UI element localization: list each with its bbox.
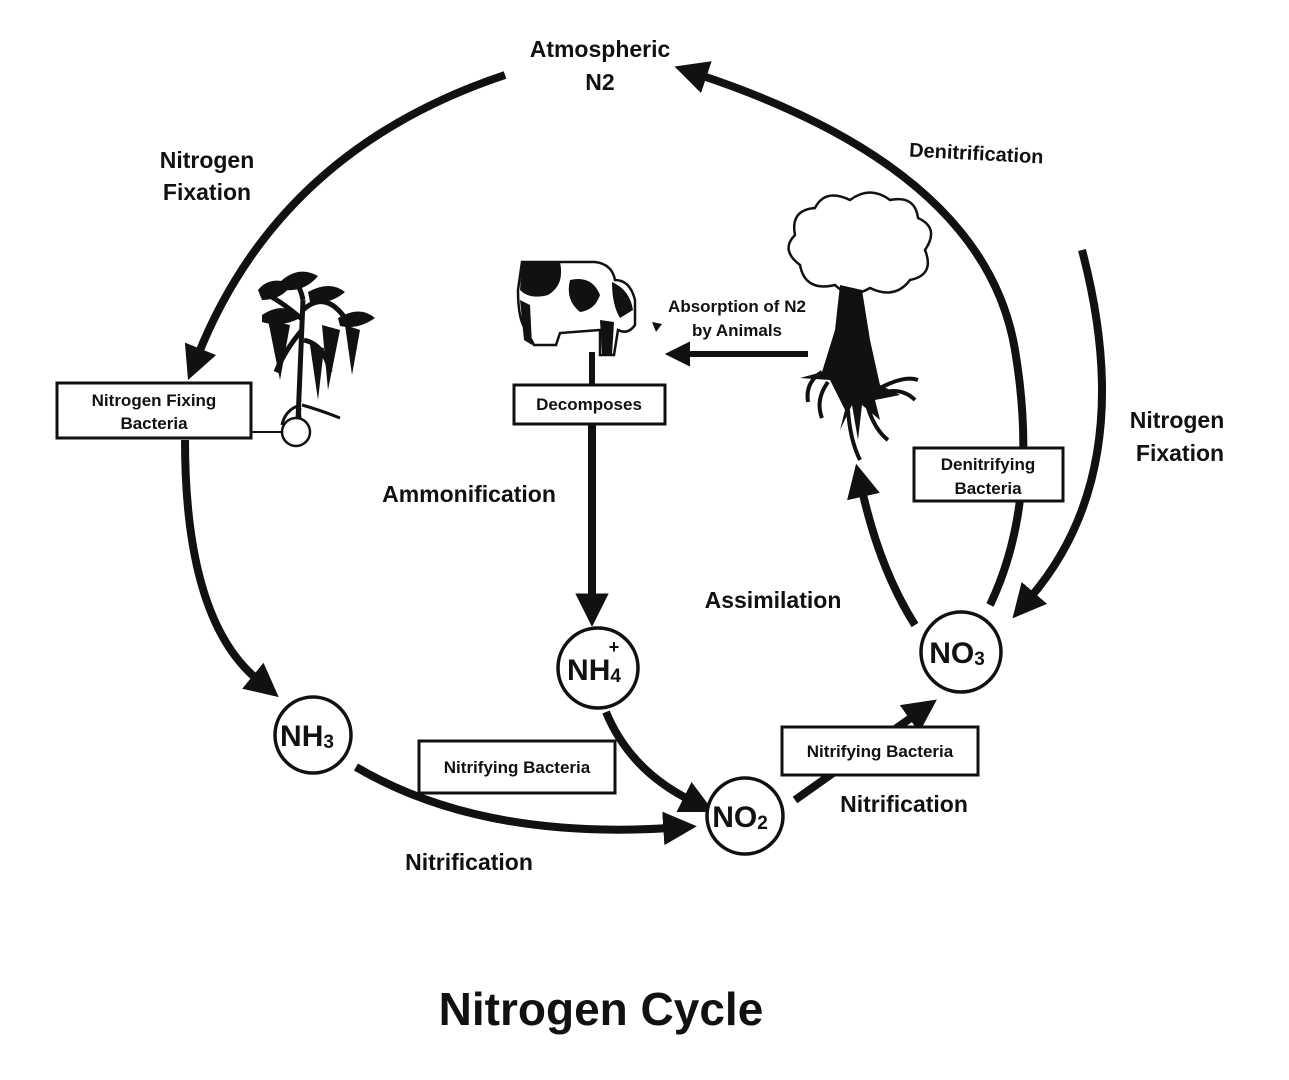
- nitrification-right-label: Nitrification: [840, 791, 968, 817]
- nitrifying-bacteria-box-right: Nitrifying Bacteria: [780, 725, 980, 777]
- no3-node: NO3: [919, 610, 1003, 694]
- arrow-no3-to-atmosphere: [674, 61, 1028, 607]
- nitrogen-fixing-bacteria-line2: Bacteria: [120, 414, 188, 433]
- atmospheric-n2-line2: N2: [585, 69, 614, 95]
- ammonification-label: Ammonification: [382, 481, 556, 507]
- denitrifying-bacteria-line2: Bacteria: [954, 479, 1022, 498]
- nitrogen-fixation-right-line1: Nitrogen: [1130, 407, 1225, 433]
- absorption-line1: Absorption of N2: [668, 297, 806, 316]
- nitrifying-bacteria-left-label: Nitrifying Bacteria: [444, 758, 591, 777]
- atmospheric-n2-line1: Atmospheric: [530, 36, 671, 62]
- no2-main: NO: [712, 801, 757, 834]
- nh4-main: NH: [567, 654, 610, 687]
- absorption-line2: by Animals: [692, 321, 782, 340]
- nh3-main: NH: [280, 720, 323, 753]
- nitrifying-bacteria-box-left: Nitrifying Bacteria: [417, 739, 617, 795]
- arrow-fixation-to-no3: [1012, 248, 1107, 619]
- nh3-sub: 3: [323, 732, 334, 753]
- decomposes-box: Decomposes: [512, 383, 667, 426]
- svg-text:NO3: NO3: [929, 637, 985, 670]
- arrow-nh4-to-no2: [602, 710, 715, 813]
- denitrification-label: Denitrification: [909, 140, 1044, 169]
- nh4-sub: 4: [610, 666, 621, 687]
- nitrogen-fixing-bacteria-line1: Nitrogen Fixing: [92, 391, 217, 410]
- nitrifying-bacteria-right-label: Nitrifying Bacteria: [807, 742, 954, 761]
- diagram-title: Nitrogen Cycle: [439, 983, 764, 1035]
- nh4-sup: +: [609, 637, 620, 657]
- nitrogen-fixation-left-line1: Nitrogen: [160, 147, 255, 173]
- assimilation-label: Assimilation: [705, 587, 842, 613]
- arrow-fixing-bacteria-to-nh3: [181, 439, 279, 698]
- decomposes-label: Decomposes: [536, 395, 642, 414]
- nitrogen-fixation-left-line2: Fixation: [163, 179, 251, 205]
- svg-text:NH4: NH4: [567, 654, 621, 687]
- no2-node: NO2: [705, 776, 785, 856]
- arrow-atmosphere-to-fixing-bacteria: [184, 71, 507, 380]
- denitrifying-bacteria-box: Denitrifying Bacteria: [912, 446, 1065, 503]
- nh3-node: NH3: [273, 695, 353, 775]
- cow-icon: [516, 260, 662, 357]
- nitrogen-fixation-right-line2: Fixation: [1136, 440, 1224, 466]
- no2-sub: 2: [757, 813, 768, 834]
- svg-text:NH3: NH3: [280, 720, 334, 753]
- svg-text:NO2: NO2: [712, 801, 768, 834]
- no3-sub: 3: [974, 649, 985, 670]
- plant-icon: [252, 271, 375, 448]
- tree-icon: [787, 191, 933, 461]
- arrow-nh3-to-no2: [353, 763, 697, 846]
- arrow-no3-to-tree: [847, 463, 919, 628]
- nitrification-bottom-label: Nitrification: [405, 849, 533, 875]
- nitrogen-fixing-bacteria-box: Nitrogen Fixing Bacteria: [55, 381, 253, 440]
- no3-main: NO: [929, 637, 974, 670]
- denitrifying-bacteria-line1: Denitrifying: [941, 455, 1035, 474]
- nh4-node: NH4 +: [556, 626, 640, 710]
